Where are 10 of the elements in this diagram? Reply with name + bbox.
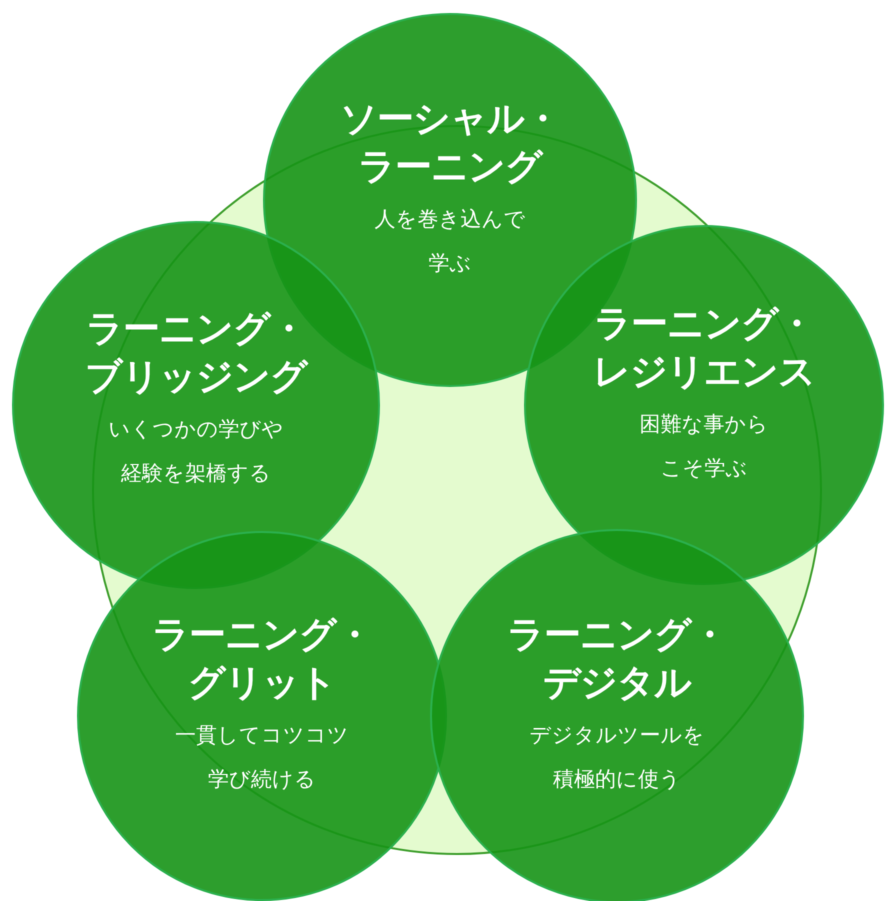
circle-title: ラーニング・グリット bbox=[151, 612, 373, 706]
circle-description: いくつかの学びや経験を架橋する bbox=[108, 416, 284, 488]
circle-description: 人を巻き込んで学ぶ bbox=[373, 206, 526, 278]
circle-description: デジタルツールを積極的に使う bbox=[528, 722, 706, 794]
circle-description: 困難な事からこそ学ぶ bbox=[638, 411, 770, 482]
circle-description: 一貫してコツコツ学び続ける bbox=[174, 722, 350, 794]
circle-title: ラーニング・ブリッジング bbox=[84, 306, 310, 400]
circle-title: ラーニング・デジタル bbox=[506, 612, 728, 706]
circle-title: ラーニング・レジリエンス bbox=[592, 300, 816, 395]
circle-title: ソーシャル・ラーニング bbox=[339, 96, 561, 190]
